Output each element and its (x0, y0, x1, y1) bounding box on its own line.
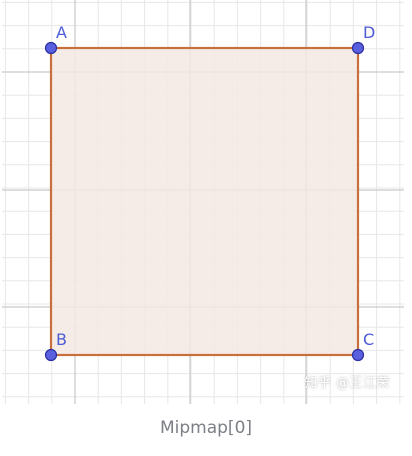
vertex-label-a: A (56, 23, 67, 42)
vertex-label-c: C (363, 330, 374, 349)
vertex-point-a (44, 41, 58, 55)
mipmap-diagram: A D B C (2, 0, 404, 404)
vertex-label-d: D (363, 23, 375, 42)
square-fill (51, 48, 358, 355)
square-outline (49, 46, 360, 357)
figure-caption: Mipmap[0] (159, 418, 253, 438)
vertex-point-c (351, 348, 365, 362)
vertex-point-d (351, 41, 365, 55)
vertex-point-b (44, 348, 58, 362)
mipmap-square-svg: A D B C (2, 0, 404, 404)
vertex-label-b: B (56, 330, 67, 349)
watermark: 知乎 @王江荣 (304, 376, 390, 391)
